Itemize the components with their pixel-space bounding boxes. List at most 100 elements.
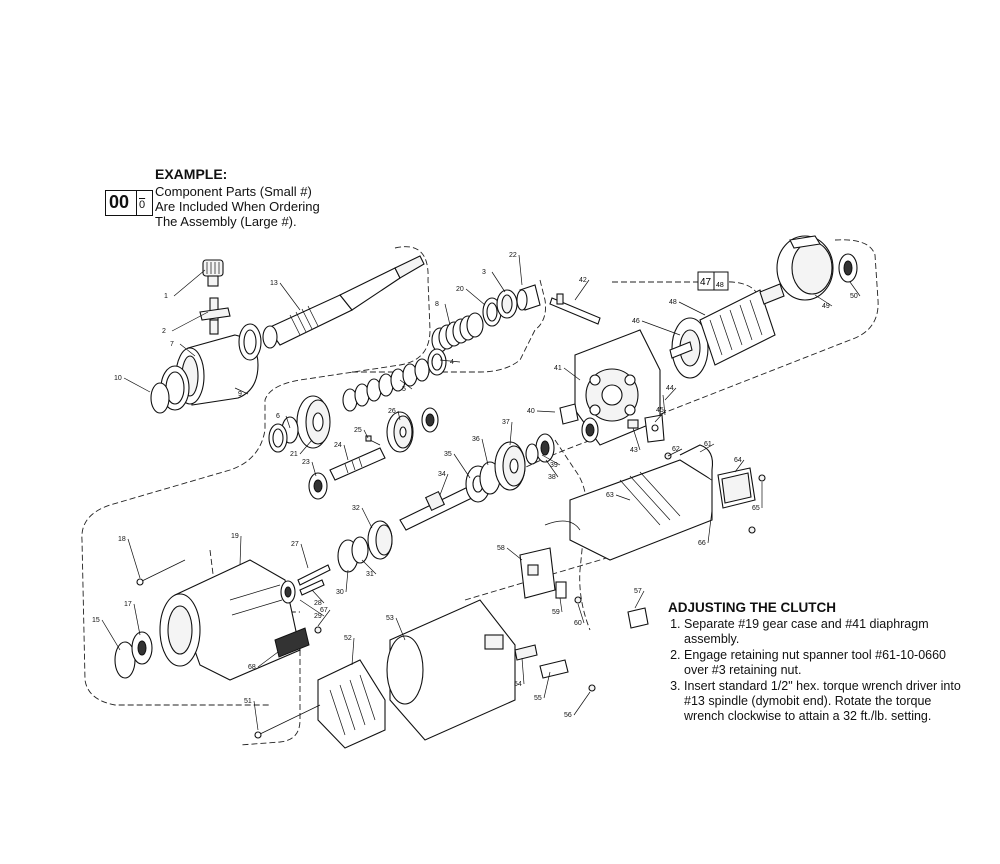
leader-line-part-22 (518, 254, 523, 286)
assembly-guide-line (350, 279, 546, 373)
part-8-washer-stack (431, 312, 484, 353)
leader-line-part-23 (311, 461, 317, 477)
part-49-housing (776, 235, 834, 301)
leader-line-part-1 (173, 269, 206, 297)
leader-line-part-31 (361, 559, 377, 575)
clutch-steps: Separate #19 gear case and #41 diaphragm… (668, 617, 968, 724)
leader-line-part-34 (439, 473, 449, 496)
part-18-rod (136, 559, 186, 586)
part-label-3: 3 (482, 269, 486, 276)
leader-line-part-3 (491, 271, 506, 293)
leader-line-part-45 (654, 409, 667, 423)
part-24-shaft (329, 447, 386, 481)
part-label-54: 54 (514, 681, 522, 688)
part-55-brush-holder (539, 659, 569, 679)
leader-line-part-54 (521, 657, 525, 685)
clutch-instructions: ADJUSTING THE CLUTCH Separate #19 gear c… (668, 600, 968, 725)
part-label-67: 67 (320, 607, 328, 614)
part-23-bearing-lower (280, 580, 296, 604)
leader-line-part-61 (699, 443, 715, 453)
part-57-terminal (627, 607, 649, 629)
leader-line-part-17 (133, 603, 141, 636)
part-label-68: 68 (248, 664, 256, 671)
part-label-36: 36 (472, 436, 480, 443)
leader-line-part-46 (641, 320, 681, 336)
leader-line-part-20 (465, 288, 486, 306)
leader-line-part-35 (453, 453, 471, 479)
leader-line-part-36 (481, 438, 489, 466)
part-label-39: 39 (550, 462, 558, 469)
part-label-21: 21 (290, 451, 298, 458)
part-label-55: 55 (534, 695, 542, 702)
part-label-38: 38 (548, 474, 556, 481)
part-13-spindle (262, 255, 425, 349)
leader-line-part-67 (317, 609, 331, 627)
clutch-step: Engage retaining nut spanner tool #61-10… (684, 648, 968, 678)
leader-line-part-6 (285, 415, 291, 429)
leader-line-part-24 (343, 444, 349, 461)
part-label-32: 32 (352, 505, 360, 512)
part-23-bearing-upper (421, 407, 439, 433)
example-large-number: 00 (109, 192, 130, 212)
leader-line-part-37 (509, 421, 513, 446)
example-title: EXAMPLE: (155, 166, 228, 182)
leader-line-part-40 (536, 410, 556, 413)
part-label-44: 44 (666, 385, 674, 392)
part-label-58: 58 (497, 545, 505, 552)
part-64-cover (717, 467, 756, 509)
part-19-gear-case (159, 559, 301, 681)
leader-line-part-29 (299, 599, 325, 617)
part-label-62: 62 (672, 446, 680, 453)
part-label-56: 56 (564, 712, 572, 719)
leader-line-part-32 (361, 507, 373, 529)
part-label-20: 20 (456, 286, 464, 293)
assembly-small-number: 48 (716, 282, 724, 289)
part-label-45: 45 (656, 407, 664, 414)
part-label-48: 48 (669, 299, 677, 306)
clutch-title: ADJUSTING THE CLUTCH (668, 600, 836, 615)
example-line-3: The Assembly (Large #). (155, 214, 297, 229)
leader-line-part-57 (634, 590, 645, 609)
leader-line-part-44 (664, 387, 677, 401)
leader-line-part-38 (545, 459, 559, 478)
part-label-46: 46 (632, 318, 640, 325)
part-4-washer (427, 348, 447, 376)
part-27-28-screws (297, 564, 331, 596)
leader-line-part-8 (444, 303, 451, 326)
leader-line-part-26 (397, 410, 401, 421)
part-label-59: 59 (552, 609, 560, 616)
leader-line-part-30 (345, 569, 349, 593)
part-21-gear (296, 395, 331, 449)
part-label-66: 66 (698, 540, 706, 547)
part-label-26: 26 (388, 408, 396, 415)
part-label-41: 41 (554, 365, 562, 372)
part-label-8: 8 (435, 301, 439, 308)
part-58-switch (519, 547, 556, 599)
leader-line-part-43 (632, 427, 641, 451)
part-label-7: 7 (170, 341, 174, 348)
leader-line-part-51 (253, 700, 259, 731)
leader-line-part-39 (541, 454, 561, 466)
part-label-30: 30 (336, 589, 344, 596)
example-small-number: 0 (139, 199, 146, 211)
example-line-2: Are Included When Ordering (155, 199, 320, 214)
leader-line-part-55 (543, 671, 551, 699)
part-label-35: 35 (444, 451, 452, 458)
leader-line-part-52 (351, 637, 355, 666)
leader-line-part-7 (179, 343, 196, 357)
part-2-fitting (199, 297, 231, 335)
part-label-31: 31 (366, 571, 374, 578)
part-label-65: 65 (752, 505, 760, 512)
part-53-motor-housing (386, 599, 516, 741)
part-label-10: 10 (114, 375, 122, 382)
leader-line-part-21 (299, 439, 313, 455)
part-61-handle (569, 444, 714, 561)
leader-line-part-63 (615, 494, 631, 501)
part-label-6: 6 (276, 413, 280, 420)
part-30-31-rings (337, 536, 369, 573)
part-40-clip (559, 403, 579, 425)
part-label-19: 19 (231, 533, 239, 540)
part-63-wire (544, 520, 581, 531)
part-68-nameplate (274, 627, 310, 658)
